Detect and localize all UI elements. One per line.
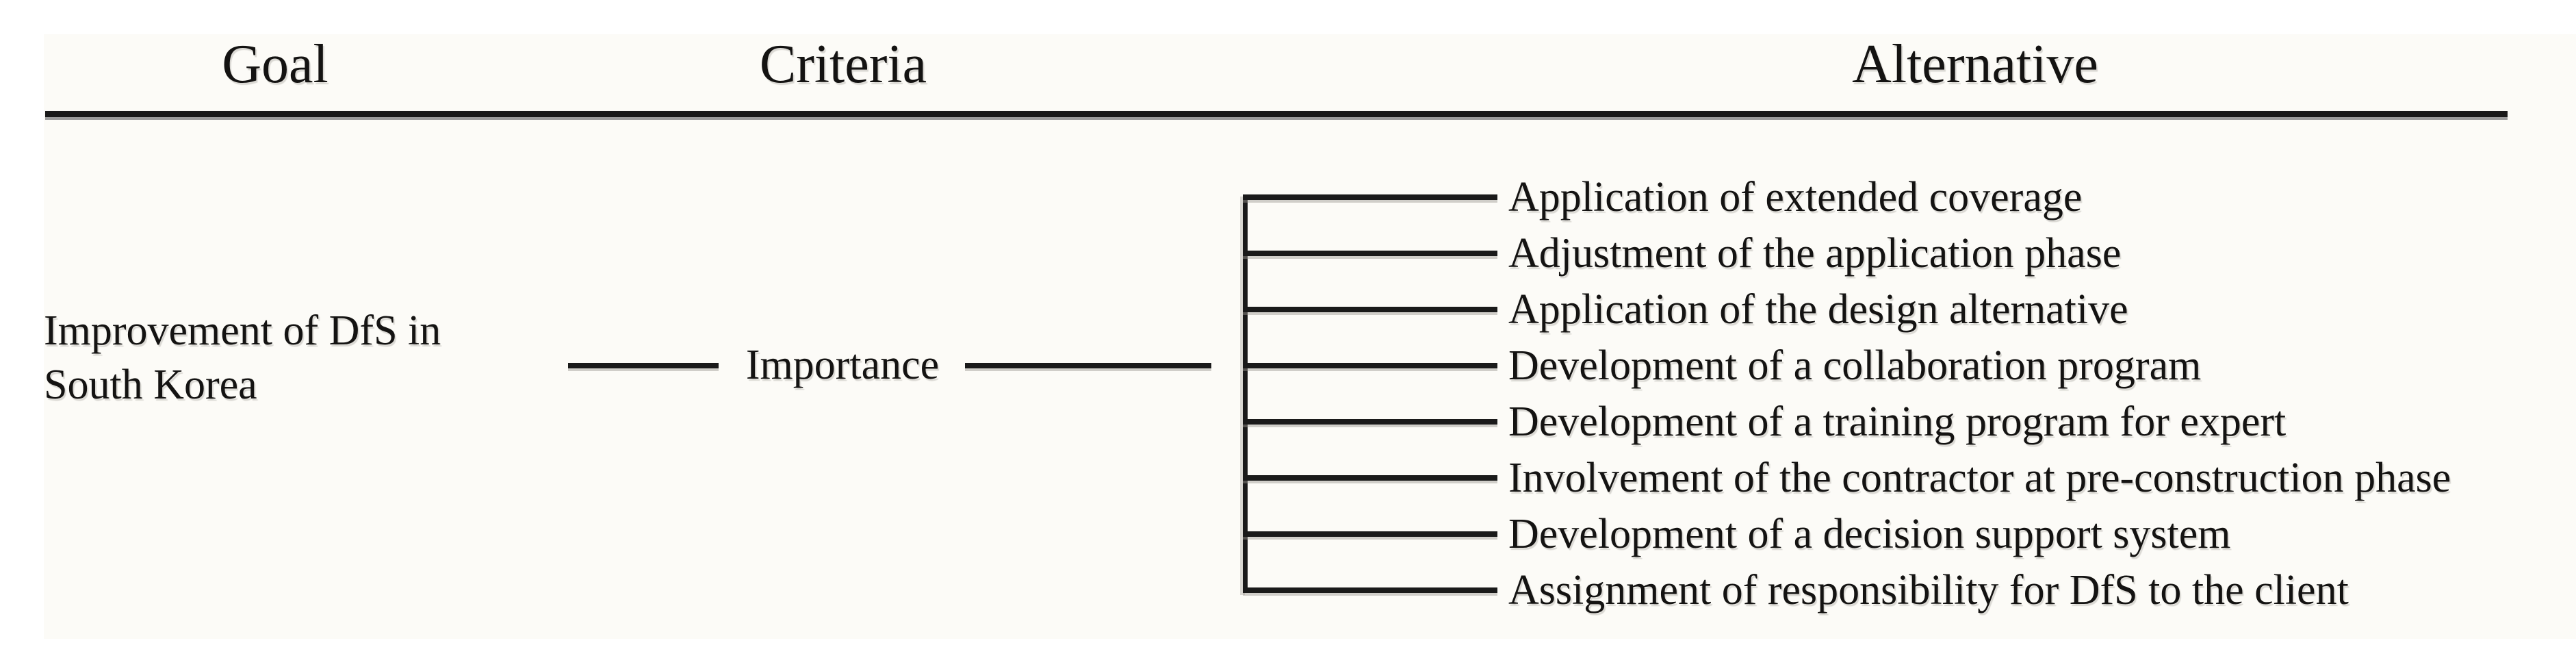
branch-line-bar: [1243, 251, 1497, 256]
alternative-item-label: Development of a collaboration program: [1508, 342, 2202, 389]
bracket-vertical-line: [1243, 194, 1248, 593]
goal-node-label: Improvement of DfS in South Korea: [44, 307, 441, 408]
alternative-item-label: Involvement of the contractor at pre-con…: [1508, 455, 2451, 501]
criteria-to-alternatives-connector-line: [965, 363, 1211, 368]
branch-line: [1243, 450, 1497, 506]
branch-line-bar: [1243, 587, 1497, 593]
branch-line-bar: [1243, 194, 1497, 200]
branch-line: [1243, 338, 1497, 394]
branch-line-bar: [1243, 363, 1497, 368]
column-header-alternative: Alternative: [1852, 34, 2098, 94]
header-divider-rule: [45, 111, 2508, 120]
branch-line: [1243, 169, 1497, 225]
column-header-criteria: Criteria: [759, 34, 927, 94]
branch-line-bar: [1243, 475, 1497, 481]
figure-paper-background: [44, 34, 2576, 639]
branch-line: [1243, 394, 1497, 450]
alternative-item-label: Adjustment of the application phase: [1508, 230, 2122, 277]
alternative-item-label: Application of extended coverage: [1508, 174, 2083, 220]
column-header-goal: Goal: [222, 34, 329, 94]
branch-line-bar: [1243, 307, 1497, 312]
branch-line: [1243, 281, 1497, 338]
branch-line-bar: [1243, 419, 1497, 425]
branch-line-bar: [1243, 531, 1497, 537]
goal-to-criteria-connector-line: [568, 363, 719, 368]
alternative-item-label: Assignment of responsibility for DfS to …: [1508, 567, 2349, 614]
alternative-item-label: Development of a training program for ex…: [1508, 399, 2287, 445]
alternative-item-label: Development of a decision support system: [1508, 511, 2231, 557]
criteria-node-label: Importance: [745, 342, 940, 388]
branch-line: [1243, 506, 1497, 562]
branch-line: [1243, 562, 1497, 618]
branch-line: [1243, 225, 1497, 281]
alternative-item-label: Application of the design alternative: [1508, 286, 2128, 333]
bracket-branches: [1243, 169, 1497, 618]
